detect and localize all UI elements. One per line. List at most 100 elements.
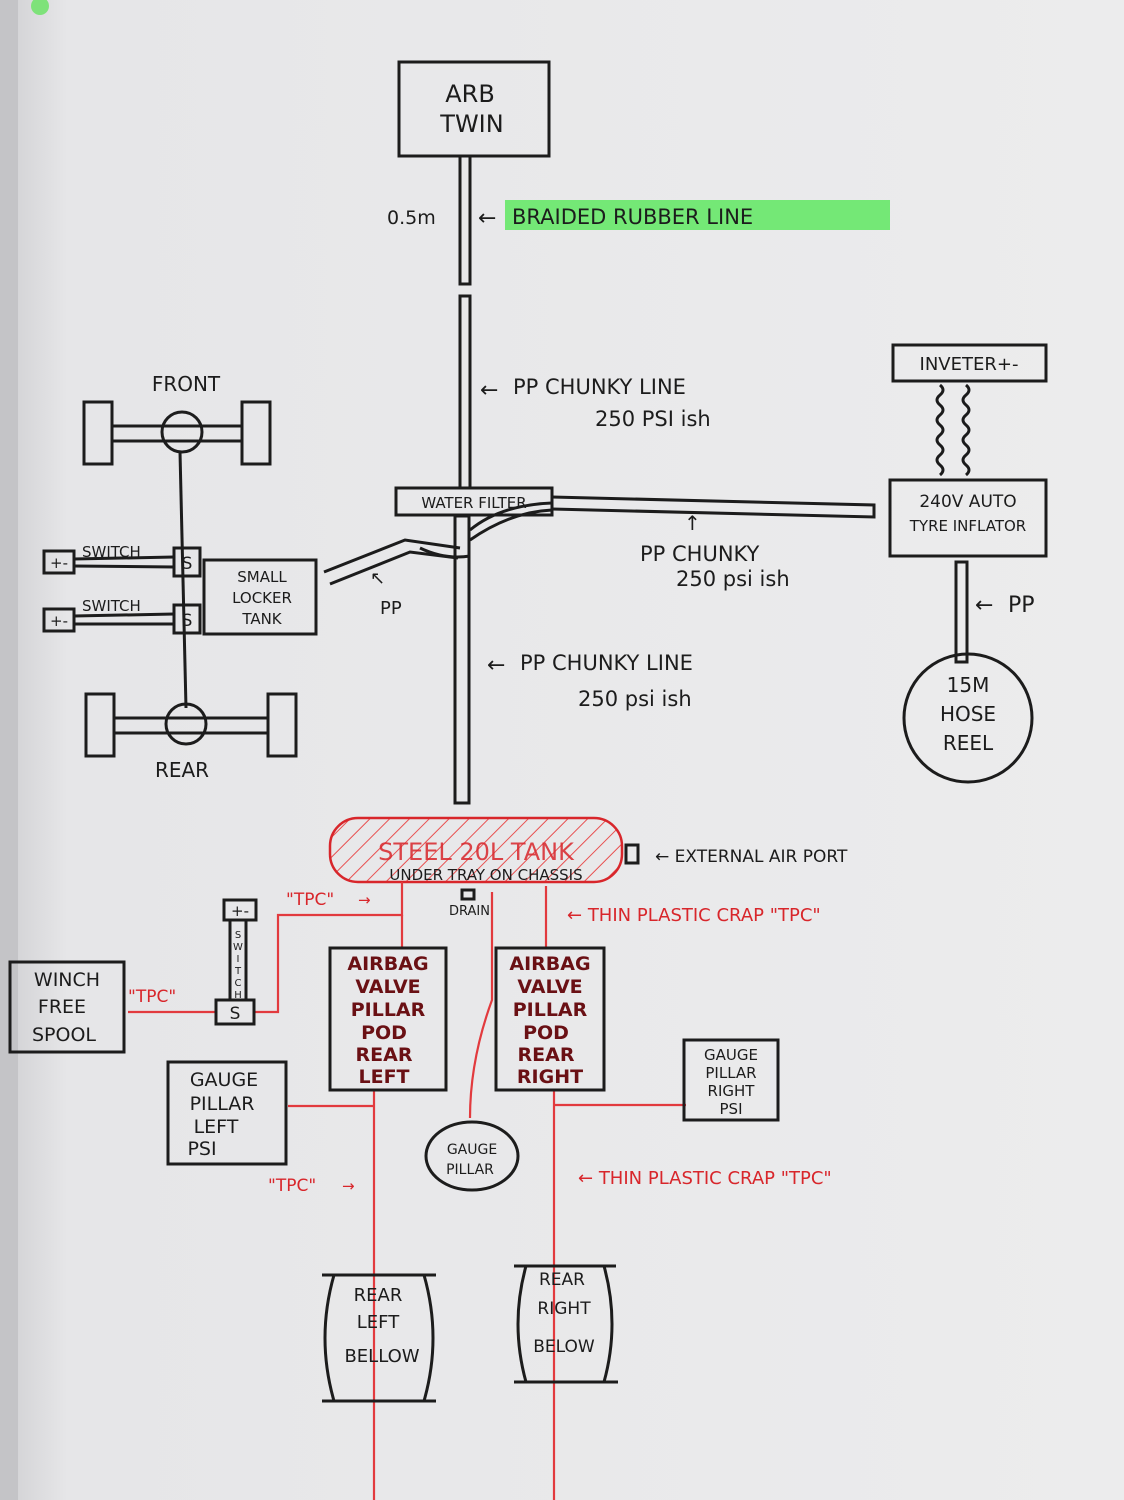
small-locker-tank: SMALL LOCKER TANK [202,558,318,636]
airbag-right-line6: RIGHT [517,1066,583,1088]
winch-pm: +- [231,902,249,920]
thin-plastic-bottom-text: THIN PLASTIC CRAP "TPC" [598,1168,832,1189]
water-filter: WATER FILTER [394,486,554,517]
paper-edge-left [0,0,18,1500]
gauge-left-line3: LEFT [194,1116,239,1138]
winch-line2: FREE [38,996,86,1018]
pp-lower-line2: 250 psi ish [578,687,692,711]
airbag-right-line5: REAR [518,1044,575,1066]
tpc-arrow-bottom: → [342,1177,355,1195]
drain: DRAIN [449,888,490,919]
pp-right-line2: 250 psi ish [676,567,790,591]
pp-right-line1: PP CHUNKY [640,542,760,566]
thin-plastic-top: ← THIN PLASTIC CRAP "TPC" [567,905,821,926]
thin-plastic-top-text: THIN PLASTIC CRAP "TPC" [587,905,821,926]
locker-tank-line1: SMALL [237,568,287,586]
pp-upper-line1: PP CHUNKY LINE [513,375,686,399]
airbag-valve-right: AIRBAG VALVE PILLAR POD REAR RIGHT [494,946,606,1092]
hose-pp-arrow: ← [975,593,993,618]
winch-switch-letter-5: C [235,978,242,989]
steel-tank-sub: UNDER TRAY ON CHASSIS [389,866,582,884]
airbag-left-line3: PILLAR [351,999,426,1021]
inflator-line2: TYRE INFLATOR [909,517,1026,535]
gauge-right-line4: PSI [720,1100,743,1118]
locker-switches: +- SWITCH S +- SWITCH S [42,543,202,635]
inflator-branch: ↑ PP CHUNKY 250 psi ish [469,495,876,591]
gauge-pillar-center: GAUGE PILLAR [424,1120,520,1192]
airbag-left-line4: POD [361,1022,407,1044]
braided-length: 0.5m [387,207,436,229]
locker-switch-top: SWITCH [82,543,141,561]
tyre-inflator-box: 240V AUTO TYRE INFLATOR [888,478,1048,558]
braided-line: 0.5m ← BRAIDED RUBBER LINE [387,154,890,286]
inverter-cable [935,383,971,477]
bellow-right-line2: RIGHT [537,1299,591,1319]
corner-mark [31,0,49,15]
locker-pp-line: ↖ PP [323,538,471,619]
pp-line-upper: ← PP CHUNKY LINE 250 PSI ish [458,294,711,490]
pp-right-arrow: ↑ [684,511,701,535]
steel-tank: STEEL 20L TANK UNDER TRAY ON CHASSIS [328,816,624,884]
airbag-right-line2: VALVE [517,976,582,998]
hose-reel-line2: HOSE [940,702,996,726]
rear-axle: REAR [84,692,298,782]
airbag-left-line6: LEFT [358,1066,409,1088]
gauge-right-line3: RIGHT [708,1082,756,1100]
braided-arrow: ← [478,206,496,231]
gauge-pillar-right: GAUGE PILLAR RIGHT PSI [682,1038,780,1122]
tpc-label-bottom: "TPC" [268,1176,316,1196]
airbag-valve-left: AIRBAG VALVE PILLAR POD REAR LEFT [328,946,448,1092]
driveshaft [178,451,188,709]
locker-s-bottom: S [182,611,193,631]
inverter-box: INVETER+- [891,343,1048,383]
locker-pm-bottom: +- [50,612,68,630]
steel-tank-label: STEEL 20L TANK [378,838,575,866]
locker-tank-line3: TANK [241,610,282,628]
rear-label: REAR [155,758,209,782]
locker-switch-bottom: SWITCH [82,597,141,615]
compressor-box: ARB TWIN [397,60,551,158]
winch-switch-letter-6: H [234,990,242,1001]
winch-line1: WINCH [34,969,100,991]
bellow-rear-right: REAR RIGHT BELOW [514,1264,618,1384]
hose-pp-label: PP [1008,593,1035,618]
water-filter-label: WATER FILTER [421,494,526,512]
airbag-left-line5: REAR [356,1044,413,1066]
airbag-left-line2: VALVE [355,976,420,998]
inverter-label: INVETER+- [920,354,1019,375]
tpc-arrow-top: → [358,891,371,909]
airbag-right-line1: AIRBAG [509,953,590,975]
braided-highlight [505,200,890,230]
winch-line3: SPOOL [32,1024,96,1046]
airbag-left-line1: AIRBAG [347,953,428,975]
locker-s-top: S [182,554,193,574]
external-port-label: ← EXTERNAL AIR PORT [655,847,848,867]
braided-label: BRAIDED RUBBER LINE [512,205,753,229]
front-axle: FRONT [82,372,272,466]
gauge-pillar-left: GAUGE PILLAR LEFT PSI [166,1060,288,1166]
bellow-left-line3: BELLOW [344,1346,419,1367]
tpc-label-top: "TPC" [286,890,334,910]
bellow-left-line1: REAR [354,1285,403,1306]
gauge-left-line1: GAUGE [190,1069,258,1091]
airbag-right-line3: PILLAR [513,999,588,1021]
bellow-right-line3: BELOW [533,1337,595,1357]
bellow-right-line1: REAR [539,1270,585,1290]
gauge-left-line2: PILLAR [190,1093,255,1115]
hose-line: ← PP [954,560,1035,664]
winch-switch: +- S W I T C H S [214,898,258,1026]
pp-line-lower: ← PP CHUNKY LINE 250 psi ish [453,514,693,805]
hose-reel: 15M HOSE REEL [902,652,1034,784]
external-port-symbol [624,843,640,865]
gauge-left-line4: PSI [187,1138,216,1160]
locker-pp-arrow: ↖ [370,568,385,589]
compressor-label-line1: ARB [445,80,495,108]
gauge-center-line1: GAUGE [447,1142,497,1158]
winch-switch-letter-2: W [233,942,243,953]
pp-lower-line1: PP CHUNKY LINE [520,651,693,675]
tpc-lines [128,882,686,1500]
locker-pp-label: PP [380,598,402,619]
front-label: FRONT [152,372,221,396]
